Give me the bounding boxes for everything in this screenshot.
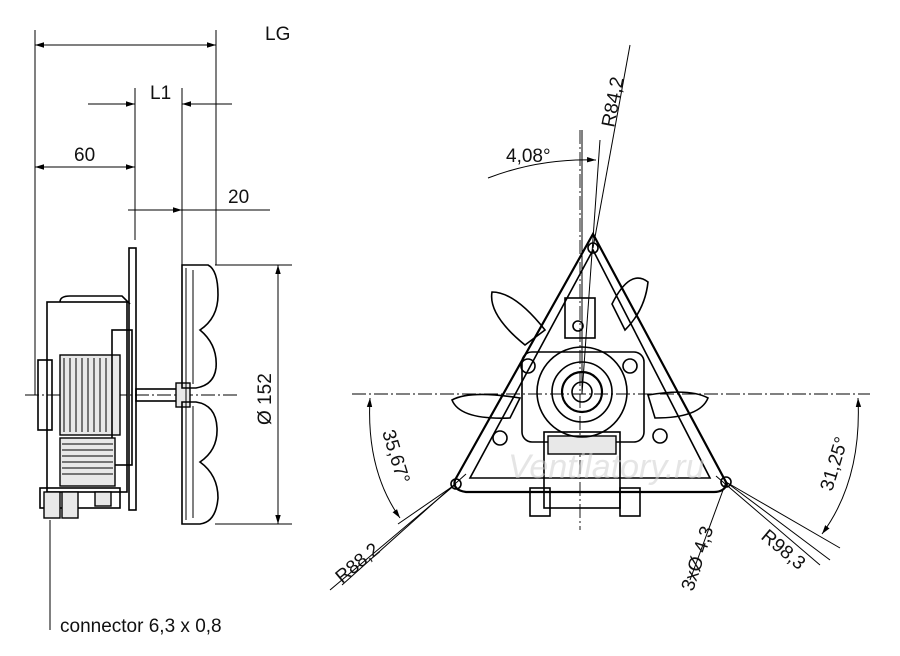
dimension-20: 20 (128, 187, 270, 213)
mounting-flange (128, 247, 137, 511)
label-20: 20 (228, 187, 249, 208)
label-holes: 3xØ 4,3 (678, 524, 719, 594)
dimension-dia152: Ø 152 (215, 264, 292, 525)
dimension-a3125: 31,25° (725, 397, 862, 549)
label-l1: L1 (150, 83, 171, 104)
dimension-holes: 3xØ 4,3 (678, 481, 727, 594)
dimension-a408: 4,08° (487, 130, 601, 395)
connector-terminals (39, 487, 121, 519)
label-r882: R88,2 (332, 539, 384, 588)
label-a408: 4,08° (506, 146, 551, 167)
fan-blades-side (181, 264, 219, 525)
label-connector: connector 6,3 x 0,8 (60, 616, 222, 637)
mounting-holes (450, 242, 732, 490)
label-lg: LG (265, 24, 290, 45)
dimension-a3567: 35,67° (366, 397, 457, 525)
label-a3567: 35,67° (377, 427, 413, 486)
mounting-hole-left (450, 478, 462, 490)
dimension-r983: R98,3 (715, 475, 831, 574)
label-dia152: Ø 152 (255, 373, 276, 425)
fan-blades-front (450, 277, 710, 419)
dimension-60: 60 (35, 145, 135, 170)
watermark-text: Ventilatory.ru (508, 448, 705, 486)
label-60: 60 (74, 145, 95, 166)
side-view: LG L1 60 20 Ø 152 (25, 24, 292, 637)
fan-hub (175, 382, 191, 408)
dimension-r842: R84,2 (592, 44, 631, 249)
dimension-l1: L1 (88, 83, 232, 107)
label-r842: R84,2 (598, 75, 628, 129)
motor-body (37, 295, 133, 493)
dimension-lg: LG (35, 24, 290, 48)
mounting-hole-right (720, 476, 732, 488)
front-view: R84,2 4,08° 35,67° R88,2 31,25° (329, 44, 870, 594)
